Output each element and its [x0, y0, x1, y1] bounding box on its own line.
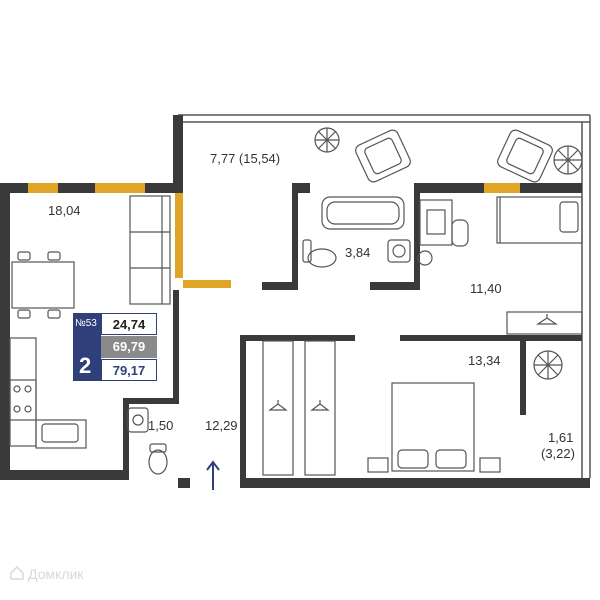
wardrobe-small: [506, 311, 583, 335]
bed-small: [496, 196, 583, 244]
balcony-railing: [178, 114, 591, 478]
living-area: 24,74: [101, 313, 157, 335]
bed-main: [367, 382, 501, 473]
apartment-number: №53: [75, 318, 97, 329]
apartment-info-card: №53 2 24,74 69,79 79,17: [73, 313, 157, 381]
room-label-balcony-top: 7,77 (15,54): [210, 151, 281, 166]
room-label-wc: 1,50: [148, 418, 174, 433]
kitchen-table: [11, 251, 75, 319]
wc-fixtures: [127, 407, 168, 475]
rooms-count: 2: [79, 353, 92, 378]
hall-wardrobes: [262, 340, 336, 476]
room-label-hall: 12,29: [205, 418, 238, 433]
room-label-balcony-right-full: (3,22): [541, 446, 575, 461]
info-side-panel: №53 2: [73, 313, 101, 381]
room-label-bedroom-small: 11,40: [470, 281, 502, 296]
net-area: 69,79: [101, 336, 157, 358]
bathroom-fixtures: [302, 196, 411, 268]
total-area: 79,17: [101, 359, 157, 381]
room-label-kitchen: 18,04: [48, 203, 81, 218]
kitchen-counter: [9, 337, 87, 449]
entrance-arrow-icon: [206, 460, 220, 490]
room-label-bathroom: 3,84: [345, 245, 371, 260]
sofa: [129, 195, 171, 305]
room-label-balcony-right: 1,61: [548, 430, 574, 445]
room-label-bedroom-main: 13,34: [468, 353, 501, 368]
watermark-text: Домклик: [28, 566, 84, 582]
walls: [0, 115, 590, 488]
plants: [314, 127, 583, 380]
watermark-logo-icon: [10, 566, 24, 580]
desk: [419, 199, 469, 247]
balcony-chairs: [355, 129, 553, 183]
windows: [28, 183, 520, 288]
